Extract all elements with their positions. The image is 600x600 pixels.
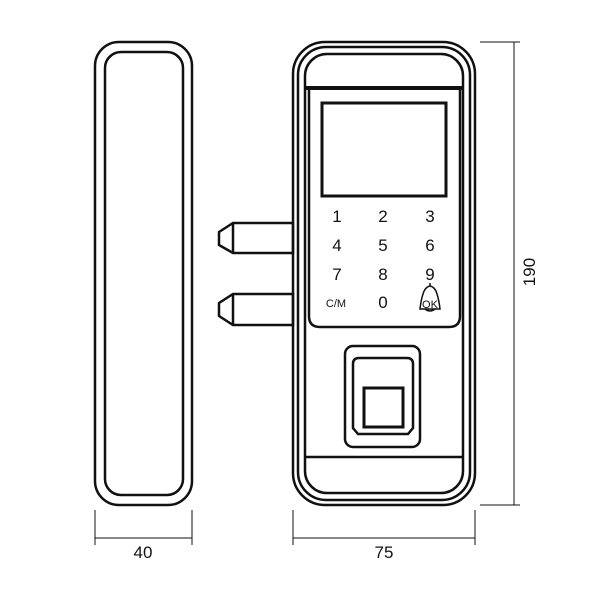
key-2[interactable]: 2 — [378, 207, 387, 226]
key-7[interactable]: 7 — [332, 265, 341, 284]
side-body-outer — [93, 40, 194, 507]
dimension-lines — [94, 41, 520, 545]
key-9[interactable]: 9 — [425, 265, 434, 284]
key-8[interactable]: 8 — [378, 265, 387, 284]
dimension-side-width: 40 — [134, 543, 153, 562]
dimension-height: 190 — [520, 258, 539, 286]
key-0[interactable]: 0 — [378, 293, 387, 312]
key-5[interactable]: 5 — [378, 236, 387, 255]
display-screen — [320, 101, 448, 198]
side-view — [93, 40, 194, 507]
key-ok-bell[interactable]: OK — [422, 299, 439, 311]
key-clear-menu[interactable]: C/M — [326, 298, 346, 310]
side-body-inner — [103, 50, 185, 497]
dimension-front-width: 75 — [375, 543, 394, 562]
key-6[interactable]: 6 — [425, 236, 434, 255]
front-view — [291, 40, 477, 507]
keypad-panel — [307, 88, 462, 329]
front-body-outer — [291, 40, 477, 507]
key-3[interactable]: 3 — [425, 207, 434, 226]
bell-icon — [419, 283, 441, 312]
fingerprint-reader[interactable] — [343, 344, 422, 449]
key-4[interactable]: 4 — [332, 236, 341, 255]
key-1[interactable]: 1 — [332, 207, 341, 226]
